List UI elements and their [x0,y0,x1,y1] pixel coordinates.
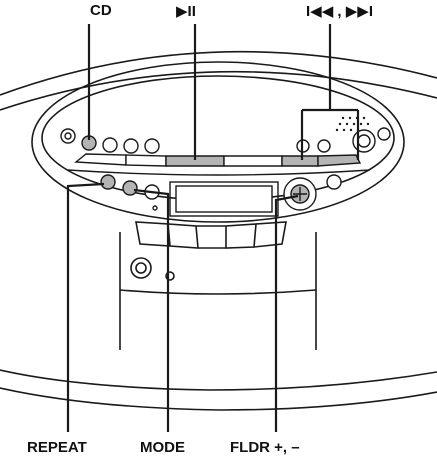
body-top-edge [0,70,437,111]
body-base-curve [0,387,437,411]
right-button-2 [317,139,331,153]
body-outline [0,50,437,96]
repeat-button [100,174,116,190]
play-pause-label: ▶II [176,3,196,20]
mode-leader-line [133,188,170,432]
folder-label: FLDR +, – [230,439,300,456]
function-button-3 [123,138,139,154]
right-small-button [326,174,342,190]
folder-dial-arrows [293,187,307,201]
mode-button [122,180,138,196]
small-indicator [152,205,158,211]
right-dial-2 [377,127,391,141]
right-dial-inner [357,134,371,148]
body-bottom-curve [0,369,437,391]
cassette-keys [135,221,287,249]
next-key [317,154,362,167]
cd-label: CD [90,2,112,19]
mode-label: MODE [140,439,185,456]
lower-compartment-divider [119,289,317,295]
key-bar-mid [223,155,283,167]
function-button-2 [102,137,118,153]
key-bar-left-1 [74,153,127,166]
headphone-jack-inner [135,262,147,274]
skip-label: I◀◀ , ▶▶I [306,3,373,20]
function-button-4 [144,138,160,154]
small-jack [165,271,175,281]
headphone-jack-outer [130,257,152,279]
prev-key [281,155,319,167]
repeat-leader-line [66,182,105,432]
lower-compartment [119,232,317,350]
skip-leader-line [300,24,360,160]
folder-leader-line [274,194,299,432]
control-strip [67,169,371,176]
speaker-grille [335,116,370,132]
top-panel-outer [31,61,405,223]
key-bar-left-2 [125,154,167,167]
power-button-inner [64,132,72,140]
repeat-label: REPEAT [27,439,87,456]
display-window [175,185,273,213]
